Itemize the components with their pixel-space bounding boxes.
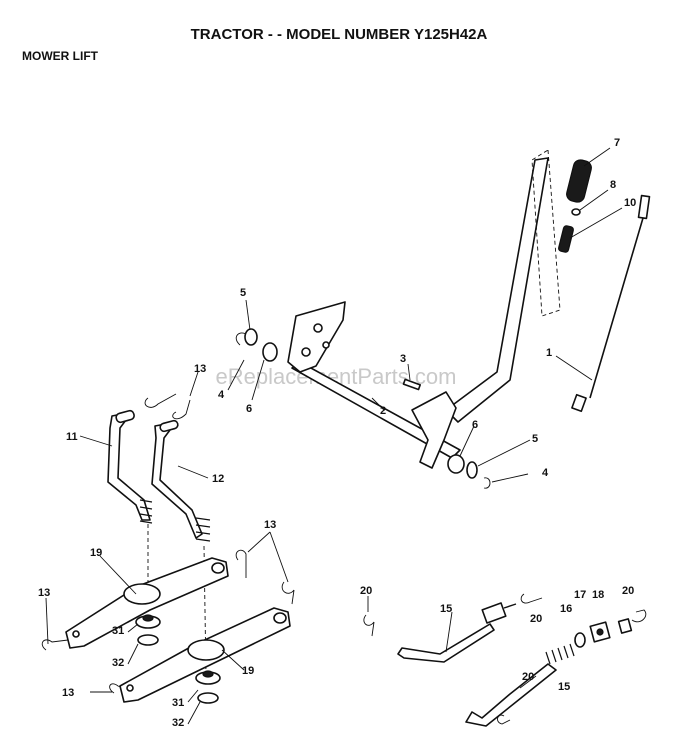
callout-label: 7 bbox=[614, 137, 620, 149]
callout-label: 20 bbox=[622, 585, 634, 597]
callout-numbers: 7 8 10 1 3 2 5 4 6 6 5 4 11 12 13 13 13 … bbox=[38, 137, 636, 729]
callout-label: 18 bbox=[592, 589, 604, 601]
lift-arm-19-lower bbox=[119, 607, 291, 703]
callout-label: 13 bbox=[38, 587, 50, 599]
swivel-assembly bbox=[574, 618, 633, 648]
left-hardware bbox=[235, 328, 278, 362]
callout-label: 20 bbox=[530, 613, 542, 625]
callout-label: 2 bbox=[380, 405, 386, 417]
diagram-title: TRACTOR - - MODEL NUMBER Y125H42A bbox=[191, 26, 488, 43]
pin-3 bbox=[402, 378, 422, 391]
callout-label: 12 bbox=[212, 473, 224, 485]
grip-7 bbox=[566, 159, 592, 203]
callout-label: 5 bbox=[532, 433, 538, 445]
spring-10 bbox=[558, 225, 574, 253]
lift-link-11 bbox=[107, 409, 153, 524]
callout-label: 6 bbox=[246, 403, 252, 415]
lift-link-12 bbox=[151, 419, 211, 542]
callout-label: 31 bbox=[172, 697, 184, 709]
hairpin-clips bbox=[41, 393, 295, 694]
callout-label: 6 bbox=[472, 419, 478, 431]
callout-label: 13 bbox=[62, 687, 74, 699]
cotter-pins-20 bbox=[363, 593, 647, 725]
callout-label: 15 bbox=[440, 603, 452, 615]
callout-label: 15 bbox=[558, 681, 570, 693]
callout-label: 13 bbox=[194, 363, 206, 375]
callout-label: 3 bbox=[400, 353, 406, 365]
callout-label: 11 bbox=[66, 431, 78, 443]
adjust-rod-15-lower bbox=[465, 643, 575, 727]
section-title: MOWER LIFT bbox=[22, 49, 99, 63]
callout-label: 1 bbox=[546, 347, 552, 359]
leader-lines bbox=[45, 147, 623, 725]
callout-label: 19 bbox=[242, 665, 254, 677]
right-hardware bbox=[447, 454, 491, 489]
bushings-31-32 bbox=[135, 614, 221, 704]
lift-handle-assembly bbox=[445, 149, 592, 423]
callout-label: 17 bbox=[574, 589, 586, 601]
cross-shaft-2 bbox=[287, 301, 461, 469]
rod-1 bbox=[571, 194, 651, 413]
callout-label: 19 bbox=[90, 547, 102, 559]
callout-label: 20 bbox=[360, 585, 372, 597]
callout-label: 8 bbox=[610, 179, 616, 191]
callout-label: 32 bbox=[172, 717, 184, 729]
callout-label: 16 bbox=[560, 603, 572, 615]
lift-arm-19-upper bbox=[65, 557, 229, 649]
callout-label: 4 bbox=[542, 467, 549, 479]
callout-label: 32 bbox=[112, 657, 124, 669]
callout-label: 20 bbox=[522, 671, 534, 683]
callout-label: 4 bbox=[218, 389, 225, 401]
callout-label: 31 bbox=[112, 625, 124, 637]
callout-label: 5 bbox=[240, 287, 246, 299]
callout-label: 13 bbox=[264, 519, 276, 531]
callout-label: 10 bbox=[624, 197, 636, 209]
adjust-rod-15-upper bbox=[397, 602, 517, 663]
